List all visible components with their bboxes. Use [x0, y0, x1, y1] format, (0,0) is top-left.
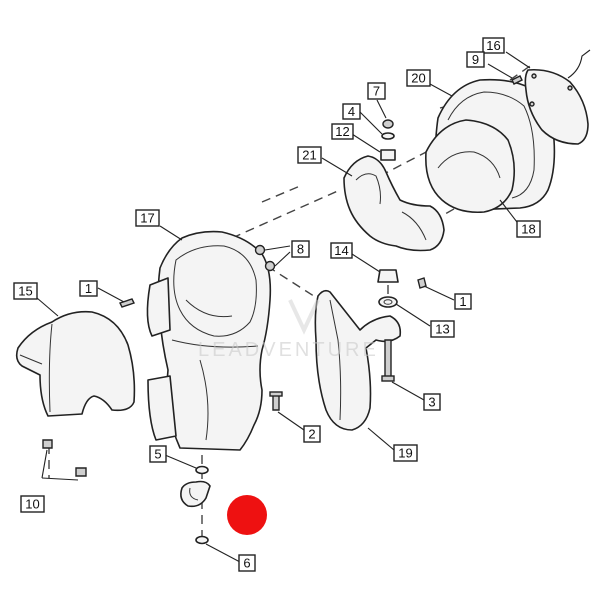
- svg-text:6: 6: [243, 556, 250, 571]
- part-1-screw-right: [417, 277, 455, 301]
- svg-text:17: 17: [140, 211, 154, 226]
- callout-6: 6: [238, 554, 256, 572]
- svg-text:13: 13: [435, 322, 449, 337]
- svg-text:2: 2: [308, 427, 315, 442]
- red-marker-dot: [227, 495, 267, 535]
- callout-17: 17: [135, 209, 160, 227]
- callout-4: 4: [342, 103, 361, 120]
- callout-7: 7: [367, 82, 386, 100]
- svg-text:20: 20: [411, 71, 425, 86]
- svg-text:16: 16: [486, 38, 500, 53]
- part-17-front-body: [146, 230, 272, 451]
- svg-text:9: 9: [472, 52, 479, 67]
- part-7-nut: [376, 99, 394, 129]
- svg-text:7: 7: [373, 84, 380, 99]
- part-16-back-plate: [505, 49, 591, 145]
- clamp-bracket: [180, 480, 211, 508]
- part-10-clips: [41, 439, 87, 481]
- watermark: LEADVENTURE: [198, 299, 379, 361]
- svg-text:18: 18: [521, 222, 535, 237]
- callout-14: 14: [330, 242, 353, 259]
- svg-text:15: 15: [18, 284, 32, 299]
- part-3-bolt: [381, 339, 425, 401]
- svg-text:12: 12: [335, 124, 349, 139]
- callout-15: 15: [13, 282, 38, 300]
- callout-5: 5: [149, 445, 167, 463]
- part-5-washer: [164, 454, 209, 475]
- callouts: 16 9 20 7 4 12 21 17 18 8 14 1 15 1 13 3…: [13, 37, 541, 572]
- callout-20: 20: [406, 69, 431, 87]
- part-8-nuts: [254, 244, 291, 272]
- part-13-washer: [378, 296, 431, 327]
- part-2-screw: [269, 391, 305, 431]
- callout-13: 13: [430, 320, 455, 338]
- callout-10: 10: [20, 495, 45, 513]
- part-12-grommet: [351, 133, 396, 161]
- callout-16: 16: [482, 37, 505, 54]
- svg-text:1: 1: [459, 294, 466, 309]
- svg-text:19: 19: [398, 446, 412, 461]
- callout-21: 21: [297, 146, 322, 164]
- callout-12: 12: [331, 123, 354, 140]
- callout-18: 18: [516, 220, 541, 238]
- svg-text:3: 3: [428, 395, 435, 410]
- callout-1-right: 1: [454, 293, 472, 310]
- leader-lines: [36, 83, 453, 317]
- svg-text:14: 14: [334, 243, 348, 258]
- svg-text:1: 1: [85, 281, 92, 296]
- part-6-nut: [195, 535, 241, 563]
- svg-text:8: 8: [297, 242, 304, 257]
- callout-8: 8: [291, 240, 310, 258]
- callout-2: 2: [303, 425, 321, 443]
- part-18-headlamp: [425, 119, 521, 227]
- part-9-screw: [487, 63, 523, 85]
- callout-9: 9: [466, 51, 485, 68]
- callout-19: 19: [393, 444, 418, 462]
- svg-text:5: 5: [154, 447, 161, 462]
- part-15-front-cover: [15, 310, 136, 417]
- part-21-inner-shroud: [321, 155, 445, 252]
- callout-3: 3: [423, 393, 441, 411]
- part-1-screw-left: [97, 287, 135, 308]
- svg-text:21: 21: [302, 148, 316, 163]
- part-4-washer: [359, 111, 395, 140]
- watermark-text: LEADVENTURE: [198, 339, 379, 361]
- svg-text:4: 4: [348, 104, 355, 119]
- svg-text:10: 10: [25, 497, 39, 512]
- callout-1-left: 1: [79, 280, 98, 297]
- part-14-nut: [351, 253, 399, 283]
- part-19-mount-bracket: [314, 289, 402, 451]
